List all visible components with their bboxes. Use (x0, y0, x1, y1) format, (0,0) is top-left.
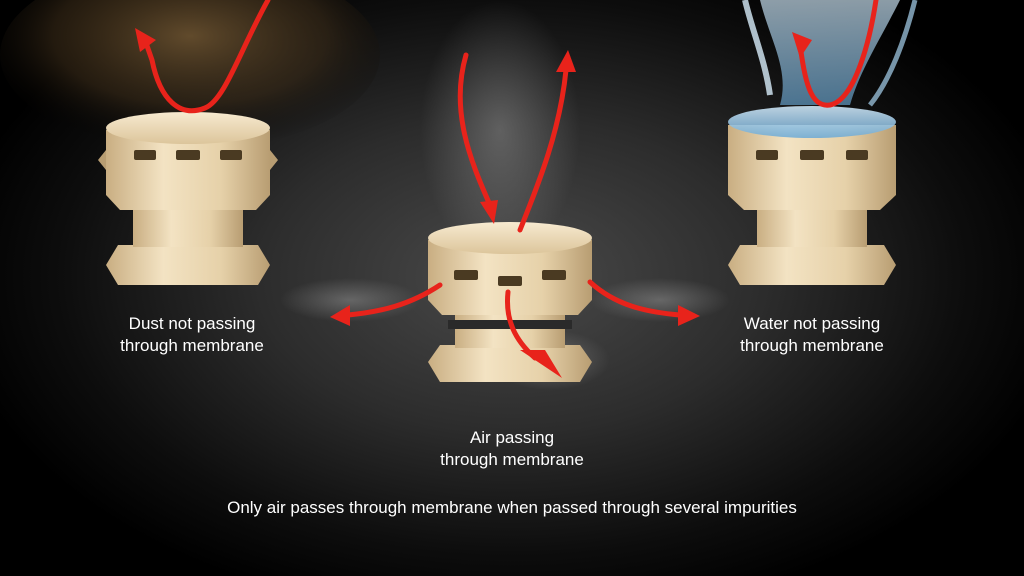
air-label-line-2: through membrane (412, 449, 612, 471)
diagram-caption: Only air passes through membrane when pa… (0, 497, 1024, 519)
water-splash (745, 0, 915, 105)
dust-label-line-2: through membrane (92, 335, 292, 357)
air-label: Air passing through membrane (412, 427, 612, 471)
dust-label-line-1: Dust not passing (92, 313, 292, 335)
vent-water (728, 106, 896, 285)
vent-dust (98, 112, 278, 285)
water-label-line-2: through membrane (712, 335, 912, 357)
dust-label: Dust not passing through membrane (92, 313, 292, 357)
water-label: Water not passing through membrane (712, 313, 912, 357)
water-label-line-1: Water not passing (712, 313, 912, 335)
air-label-line-1: Air passing (412, 427, 612, 449)
vent-air (428, 222, 592, 382)
